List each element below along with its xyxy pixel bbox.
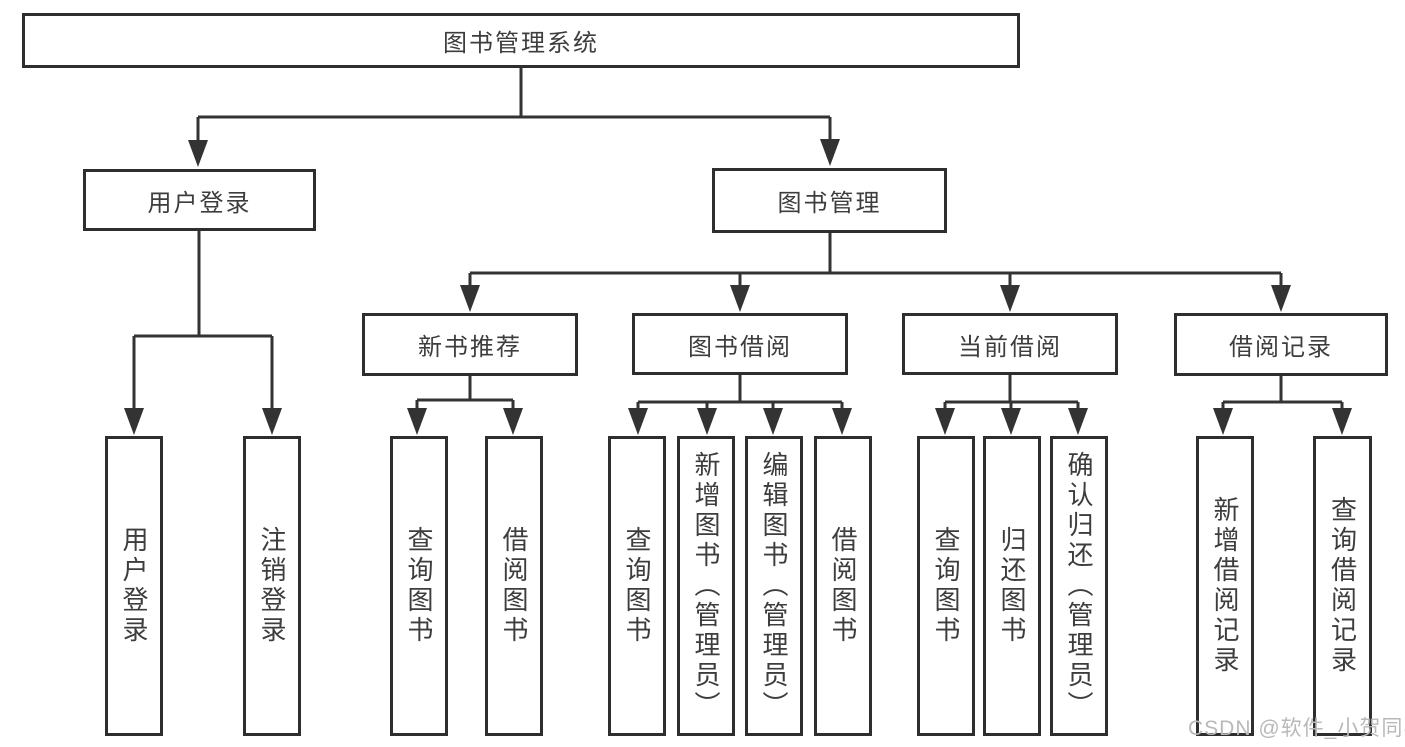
leaf-query-borrow-record: 查询借阅记录 [1313,436,1372,736]
node-user-login-label: 用户登录 [147,189,252,217]
csdn-watermark: CSDN @软件_小贺同学 [1188,717,1405,740]
leaf-label: 借阅图书 [499,526,529,646]
leaf-label: 用户登录 [119,526,149,646]
node-book-management-label: 图书管理 [777,190,882,217]
node-new-book-recommend: 新书推荐 [362,313,578,376]
node-borrow-records-label: 借阅记录 [1229,334,1333,361]
node-user-login: 用户登录 [83,169,316,231]
leaf-query-books-2: 查询图书 [608,436,666,736]
leaf-label: 归还图书 [997,526,1027,646]
leaf-user-login: 用户登录 [105,436,163,736]
leaf-query-books-3: 查询图书 [917,436,975,736]
leaf-label: 查询图书 [931,526,961,646]
node-borrow-records: 借阅记录 [1174,313,1388,376]
leaf-label: 编辑图书（管理员） [759,451,789,721]
leaf-label: 确认归还（管理员） [1064,451,1094,721]
node-current-borrow: 当前借阅 [902,313,1118,375]
leaf-label: 新增图书（管理员） [691,451,721,721]
leaf-confirm-return-admin: 确认归还（管理员） [1050,436,1108,736]
leaf-add-borrow-record: 新增借阅记录 [1196,436,1254,736]
leaf-label: 查询借阅记录 [1327,496,1358,676]
leaf-add-books-admin: 新增图书（管理员） [677,436,735,736]
leaf-label: 查询图书 [622,526,652,646]
leaf-label: 查询图书 [404,526,434,646]
leaf-query-books-1: 查询图书 [390,436,448,736]
leaf-borrow-books-1: 借阅图书 [485,436,543,736]
node-book-management: 图书管理 [712,168,947,233]
leaf-return-books: 归还图书 [983,436,1041,736]
node-book-borrow: 图书借阅 [632,313,848,375]
node-new-book-recommend-label: 新书推荐 [418,334,522,361]
leaf-label: 新增借阅记录 [1210,496,1240,676]
leaf-borrow-books-2: 借阅图书 [814,436,872,736]
leaf-label: 借阅图书 [828,526,858,646]
leaf-edit-books-admin: 编辑图书（管理员） [745,436,803,736]
arrowheads [124,139,1352,435]
node-root-system: 图书管理系统 [22,13,1020,68]
node-current-borrow-label: 当前借阅 [958,333,1062,361]
leaf-logout: 注销登录 [243,436,301,736]
node-book-borrow-label: 图书借阅 [688,333,792,361]
node-root-label: 图书管理系统 [443,30,599,57]
leaf-label: 注销登录 [257,526,287,646]
